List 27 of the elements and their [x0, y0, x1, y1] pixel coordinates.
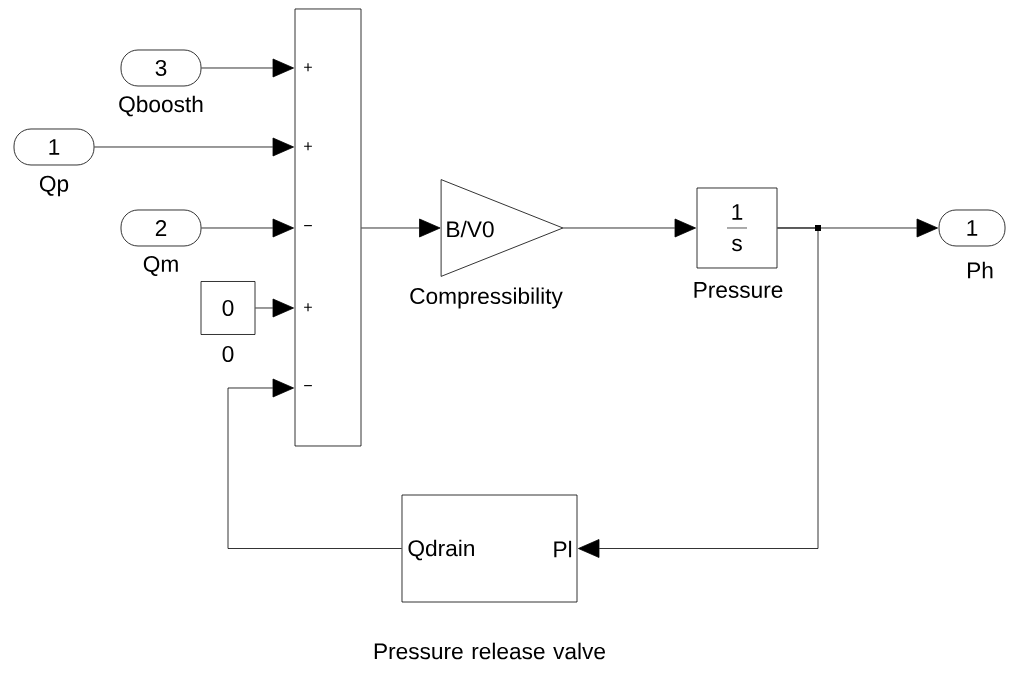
signal-arrow — [255, 298, 294, 318]
block-label: Qm — [143, 255, 178, 277]
port-block: 2 — [120, 209, 202, 247]
block-label: 0 — [222, 345, 234, 363]
port-block: 1 — [938, 209, 1006, 247]
port-block: 1 — [13, 128, 95, 166]
signal-arrow — [201, 218, 294, 238]
node-label: Pl — [554, 540, 572, 558]
block-label: Qp — [39, 175, 69, 197]
integrator-block: 1 s — [696, 187, 778, 269]
signal-arrow — [578, 227, 819, 558]
port-block: 3 — [120, 49, 202, 87]
sum-block: + + − + − — [294, 8, 362, 447]
signal-arrow — [94, 137, 294, 157]
block-label: Compressibility — [410, 287, 563, 309]
block-label: Pressure release valve — [374, 642, 605, 660]
node-label: Qdrain — [408, 539, 474, 561]
constant-block: 0 — [200, 281, 256, 335]
block-label: Pressure — [694, 282, 783, 298]
signal-arrow — [562, 218, 696, 238]
signal-arrow — [361, 218, 441, 238]
block-label: Qboosth — [119, 95, 203, 117]
signal-arrow — [227, 378, 402, 549]
signal-arrow — [201, 58, 294, 78]
gain-triangle: B/V0 — [440, 179, 564, 277]
subsystem-block: Qdrain Pl — [401, 494, 578, 603]
block-label: Ph — [968, 261, 993, 279]
